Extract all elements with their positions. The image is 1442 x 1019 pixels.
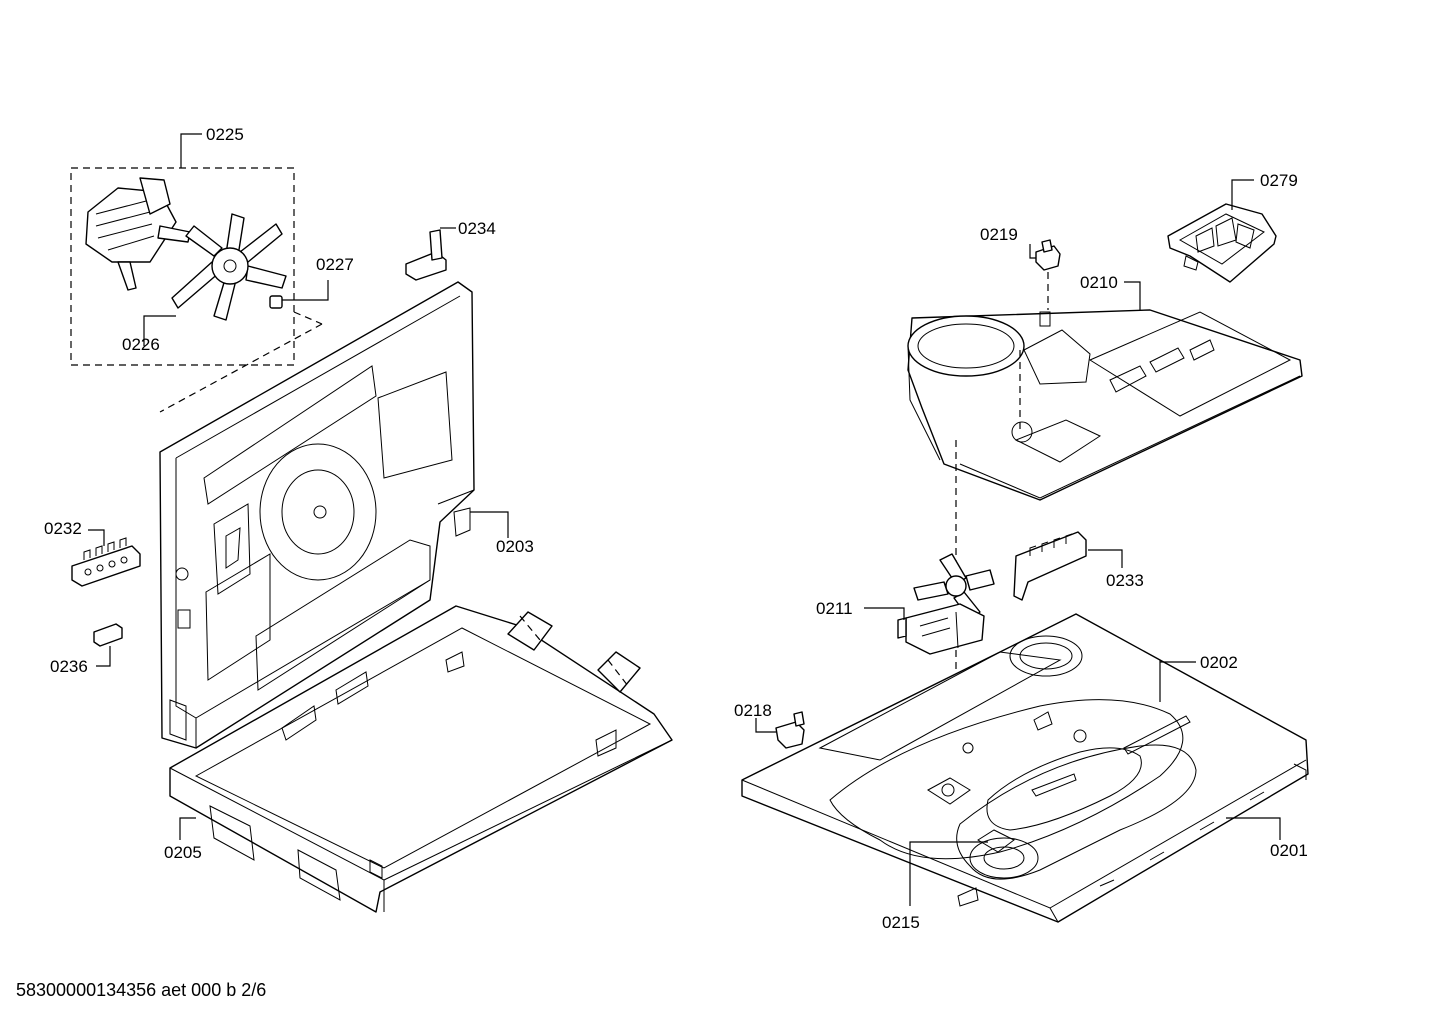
label-0234: 0234 bbox=[458, 219, 496, 238]
label-0210: 0210 bbox=[1080, 273, 1118, 292]
terminal-block-0232 bbox=[71, 529, 141, 587]
control-block-0279 bbox=[1167, 179, 1277, 283]
clip-0219 bbox=[1029, 239, 1061, 310]
label-0202: 0202 bbox=[1200, 653, 1238, 672]
fan-motor-assembly-group bbox=[70, 133, 329, 413]
fan-wheel-0226 bbox=[171, 213, 287, 321]
label-0203: 0203 bbox=[496, 537, 534, 556]
base-tray-0205 bbox=[169, 605, 673, 913]
fan-motor-0211 bbox=[864, 553, 995, 655]
label-0211: 0211 bbox=[816, 599, 853, 618]
label-0219: 0219 bbox=[980, 225, 1018, 244]
label-0215: 0215 bbox=[882, 913, 920, 932]
label-0225: 0225 bbox=[206, 125, 244, 144]
nut-0227 bbox=[269, 280, 329, 309]
label-0233: 0233 bbox=[1106, 571, 1144, 590]
label-0279: 0279 bbox=[1260, 171, 1298, 190]
label-0236: 0236 bbox=[50, 657, 88, 676]
label-0227: 0227 bbox=[316, 255, 354, 274]
fan-motor-0225 bbox=[85, 177, 191, 291]
label-0232: 0232 bbox=[44, 519, 82, 538]
label-0218: 0218 bbox=[734, 701, 772, 720]
clip-0218 bbox=[755, 711, 805, 749]
rear-panel bbox=[159, 281, 475, 749]
label-0205: 0205 bbox=[164, 843, 202, 862]
bracket-0233 bbox=[1013, 531, 1123, 601]
connector-0236 bbox=[93, 623, 123, 667]
label-0201: 0201 bbox=[1270, 841, 1308, 860]
base-plate-0201 bbox=[741, 613, 1309, 923]
fan-housing-0210 bbox=[907, 281, 1303, 501]
document-footer-code: 58300000134356 aet 000 b 2/6 bbox=[16, 980, 267, 1000]
clip-0234 bbox=[405, 227, 456, 281]
label-0226: 0226 bbox=[122, 335, 160, 354]
